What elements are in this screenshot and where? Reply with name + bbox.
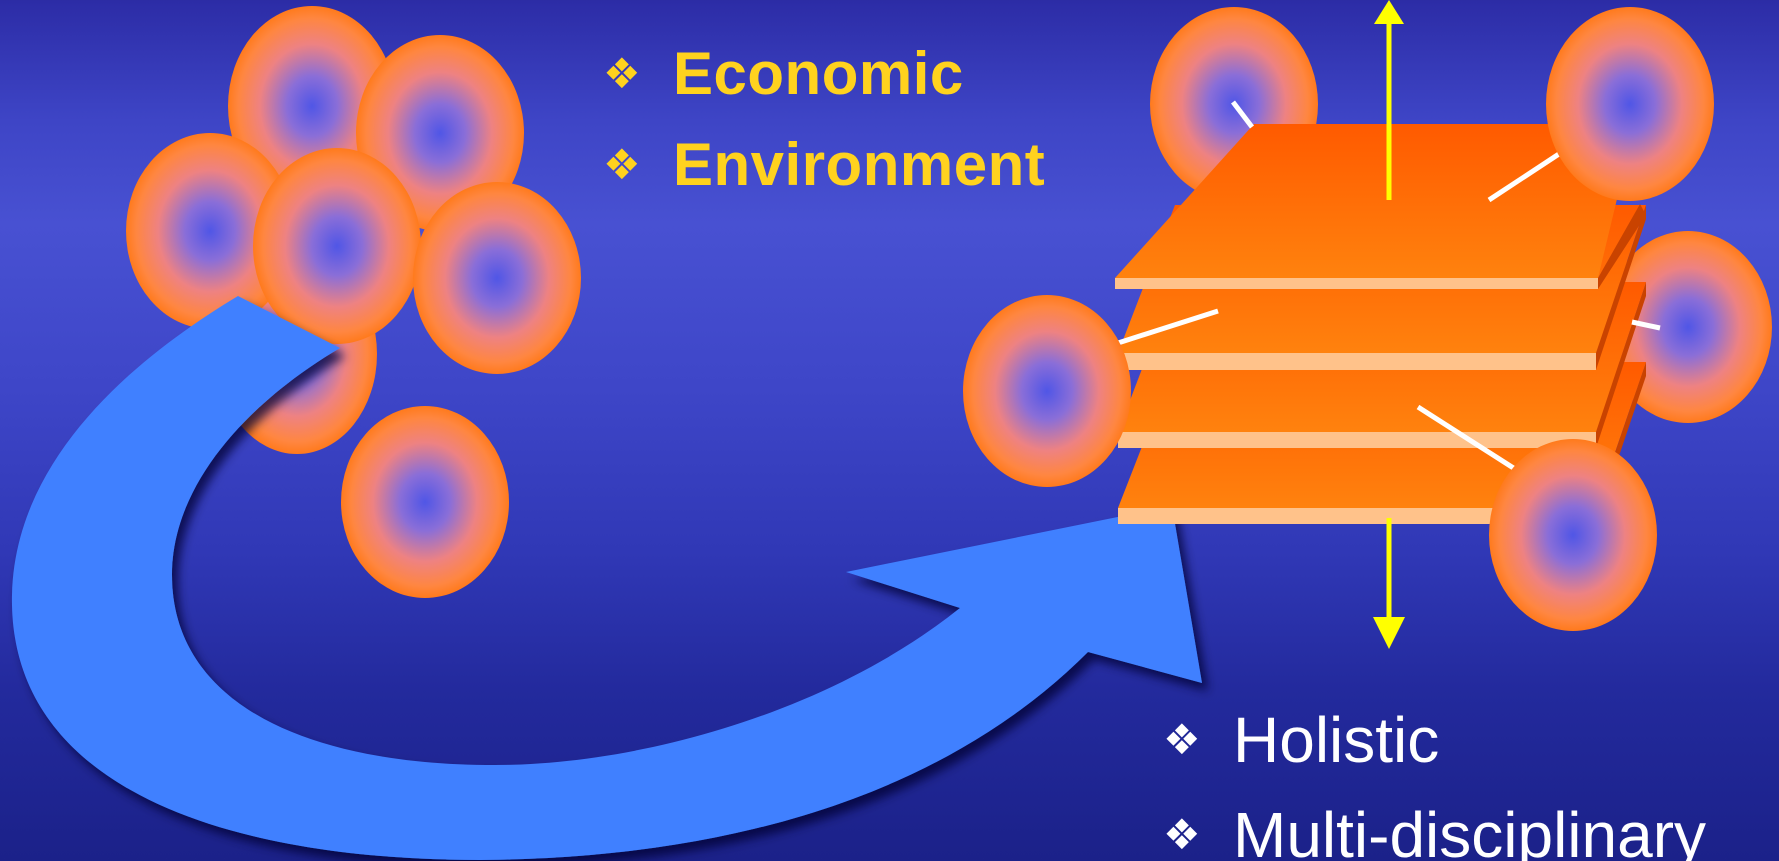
bottom-term-list: ❖ Holistic ❖ Multi-disciplinary (1163, 692, 1706, 861)
term-label: Economic (673, 40, 964, 107)
term-label: Environment (673, 131, 1046, 198)
term-holistic: ❖ Holistic (1163, 692, 1706, 787)
cluster-circle (126, 133, 294, 329)
term-economic: ❖ Economic (603, 28, 1045, 119)
cluster-circle (253, 148, 421, 344)
connector-line (1231, 100, 1254, 129)
term-label: Multi-disciplinary (1233, 798, 1706, 861)
axis-arrow-up (1374, 0, 1404, 200)
term-label: Holistic (1233, 703, 1440, 776)
connector-lines (1117, 100, 1661, 472)
connector-line (1631, 319, 1661, 331)
axis-arrow-down (1373, 518, 1405, 649)
diamond-bullet-icon: ❖ (603, 49, 642, 98)
term-multi-disciplinary: ❖ Multi-disciplinary (1163, 787, 1706, 861)
circle-cluster-left (126, 6, 581, 598)
layer-sheet (1115, 124, 1646, 289)
arrow-head-down-icon (1373, 617, 1405, 649)
connected-circle (963, 295, 1131, 487)
connector-line (1416, 404, 1517, 472)
transition-arrow (11, 296, 1202, 860)
connected-circle (1489, 439, 1657, 631)
connected-circle (1546, 7, 1714, 201)
connector-line (1117, 308, 1219, 346)
term-environment: ❖ Environment (603, 119, 1045, 210)
cluster-circle (413, 182, 581, 374)
diamond-bullet-icon: ❖ (1163, 715, 1201, 764)
connector-line (1487, 147, 1567, 203)
diamond-bullet-icon: ❖ (1163, 810, 1201, 859)
top-term-list: ❖ Economic ❖ Environment (603, 28, 1045, 210)
cluster-circle (341, 406, 509, 598)
integrated-layers-diagram (963, 0, 1772, 649)
arrow-head-up-icon (1374, 0, 1404, 24)
diamond-bullet-icon: ❖ (603, 140, 642, 189)
